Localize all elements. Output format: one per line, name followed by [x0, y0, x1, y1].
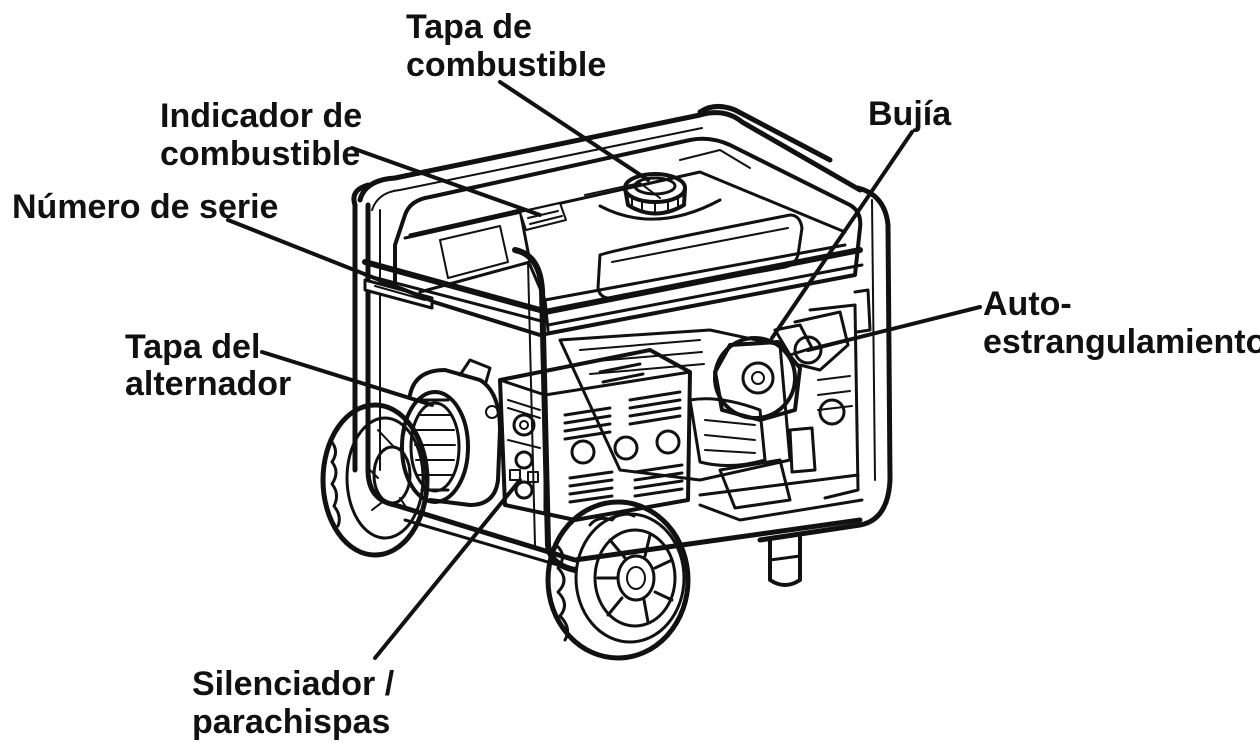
rear-wheel	[320, 402, 430, 558]
fuel-tank	[393, 136, 863, 337]
label-serial-number: Número de serie	[12, 188, 278, 226]
leader-spark-plug	[770, 130, 914, 340]
label-auto-choke: Auto- estrangulamiento	[983, 285, 1260, 361]
auto-choke	[788, 288, 872, 500]
leader-serial-number	[226, 218, 432, 302]
alternator	[400, 358, 502, 507]
leader-lines	[226, 80, 982, 660]
control-panel	[498, 348, 692, 522]
label-muffler: Silenciador / parachispas	[192, 665, 404, 741]
leader-auto-choke	[806, 305, 982, 352]
fuel-cap	[598, 172, 722, 221]
fuel-gauge	[519, 202, 567, 231]
base-frame	[392, 473, 864, 587]
label-spark-plug: Bujía	[868, 95, 952, 133]
label-alternator-cover: Tapa del alternador	[125, 328, 291, 403]
generator-illustration	[320, 104, 893, 661]
front-wheel	[545, 499, 691, 661]
leader-muffler	[373, 478, 522, 660]
label-fuel-cap: Tapa de combustible	[406, 8, 606, 84]
label-fuel-gauge: Indicador de combustible	[160, 97, 372, 173]
frame-back	[357, 104, 893, 543]
callout-labels: Tapa de combustible Indicador de combust…	[12, 8, 1260, 741]
leader-fuel-gauge	[350, 146, 542, 217]
leader-fuel-cap	[498, 80, 650, 182]
leader-alternator-cover	[260, 350, 434, 407]
